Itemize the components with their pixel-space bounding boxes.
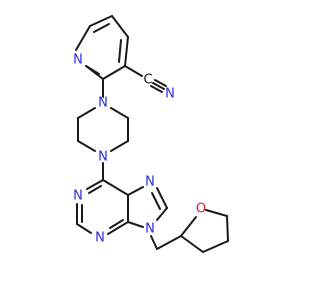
bond xyxy=(202,240,229,253)
bond xyxy=(77,107,96,119)
bond xyxy=(127,221,144,228)
atom-labels: N C N N N N N N N O xyxy=(73,53,206,246)
bond xyxy=(156,207,168,221)
purine-pyrimidine-ring xyxy=(76,179,129,235)
bond xyxy=(102,65,126,80)
double-bond xyxy=(88,185,102,194)
triple-bond xyxy=(154,79,167,87)
purine-imidazole-ring xyxy=(127,186,168,228)
purine-n7-label: N xyxy=(145,175,155,190)
bond xyxy=(124,65,143,77)
double-bond xyxy=(93,23,110,33)
bond xyxy=(127,186,144,196)
bond xyxy=(110,140,129,152)
nitrile-carbon-label: C xyxy=(143,73,152,88)
triple-bond xyxy=(152,82,165,90)
nitrile-nitrogen-label: N xyxy=(165,87,175,102)
double-bond xyxy=(109,219,124,229)
bond xyxy=(110,107,129,119)
chemical-structure-diagram: N C N N N N N N N O xyxy=(73,15,229,253)
nitrile-group xyxy=(124,65,167,93)
bond xyxy=(180,216,197,237)
bond xyxy=(156,187,168,209)
bond xyxy=(102,179,129,196)
pyridine-nitrogen-label: N xyxy=(73,53,83,68)
bond xyxy=(77,140,96,152)
bond xyxy=(124,36,129,67)
bond xyxy=(111,15,129,38)
bond xyxy=(150,235,158,250)
bond xyxy=(89,15,113,27)
triple-bond xyxy=(150,85,163,93)
bond xyxy=(86,179,104,190)
double-bond xyxy=(85,65,100,75)
thf-oxygen-label: O xyxy=(196,202,206,217)
bond xyxy=(76,223,92,234)
bond xyxy=(226,215,229,242)
purine-n9-label: N xyxy=(145,222,155,237)
double-bond xyxy=(151,192,161,210)
bond xyxy=(180,235,204,253)
methylene-linker xyxy=(150,235,182,250)
piperazine-bottom-nitrogen-label: N xyxy=(98,150,108,165)
tetrahydrofuran-ring xyxy=(180,209,229,253)
purine-n3-label: N xyxy=(95,231,105,246)
bond xyxy=(75,25,91,51)
bond xyxy=(205,209,228,217)
bond xyxy=(156,235,182,250)
purine-n1-label: N xyxy=(73,189,83,204)
piperazine-ring xyxy=(77,107,129,152)
pyridine-ring xyxy=(75,15,129,80)
piperazine-top-nitrogen-label: N xyxy=(98,96,108,111)
bond xyxy=(107,221,129,235)
double-bond xyxy=(118,39,122,63)
